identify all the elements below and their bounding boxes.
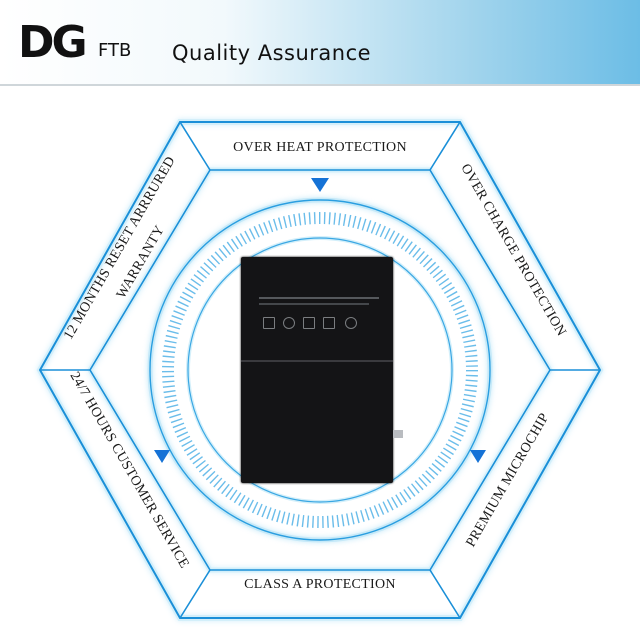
- arrow-top-icon: [311, 178, 329, 192]
- tagline: Quality Assurance: [172, 41, 372, 65]
- logo-mark: DG: [18, 17, 88, 68]
- feature-bottom: CLASS A PROTECTION: [244, 577, 396, 592]
- battery-product-image: [241, 257, 393, 483]
- arrow-left-icon: [154, 450, 170, 463]
- recycle-icon: [345, 317, 357, 329]
- battery-connector: [393, 430, 403, 438]
- battery-spec-text: [259, 297, 379, 299]
- feature-hexagon-diagram: OVER HEAT PROTECTION CLASS A PROTECTION …: [36, 119, 604, 621]
- logo-suffix: FTB: [98, 40, 132, 61]
- inner-rings: [147, 197, 493, 543]
- header-divider: [0, 84, 640, 86]
- battery-seam: [241, 360, 393, 362]
- recycle-bin-icon: [263, 317, 275, 329]
- feature-top: OVER HEAT PROTECTION: [233, 140, 407, 155]
- battery-spec-text: [259, 303, 369, 305]
- safety-icon: [283, 317, 295, 329]
- arrow-right-icon: [470, 450, 486, 463]
- outer-hexagon: [36, 119, 604, 621]
- certification-icon: [323, 317, 335, 329]
- direction-arrows: [154, 178, 486, 463]
- tick-ring: [162, 212, 478, 528]
- feature-lower-left: 24/7 HOURS CUSTOMER SERVICE: [66, 369, 191, 571]
- brand-logo: DG FTB: [18, 18, 146, 68]
- charge-icon: [303, 317, 315, 329]
- header-banner: DG FTB Quality Assurance: [0, 0, 640, 86]
